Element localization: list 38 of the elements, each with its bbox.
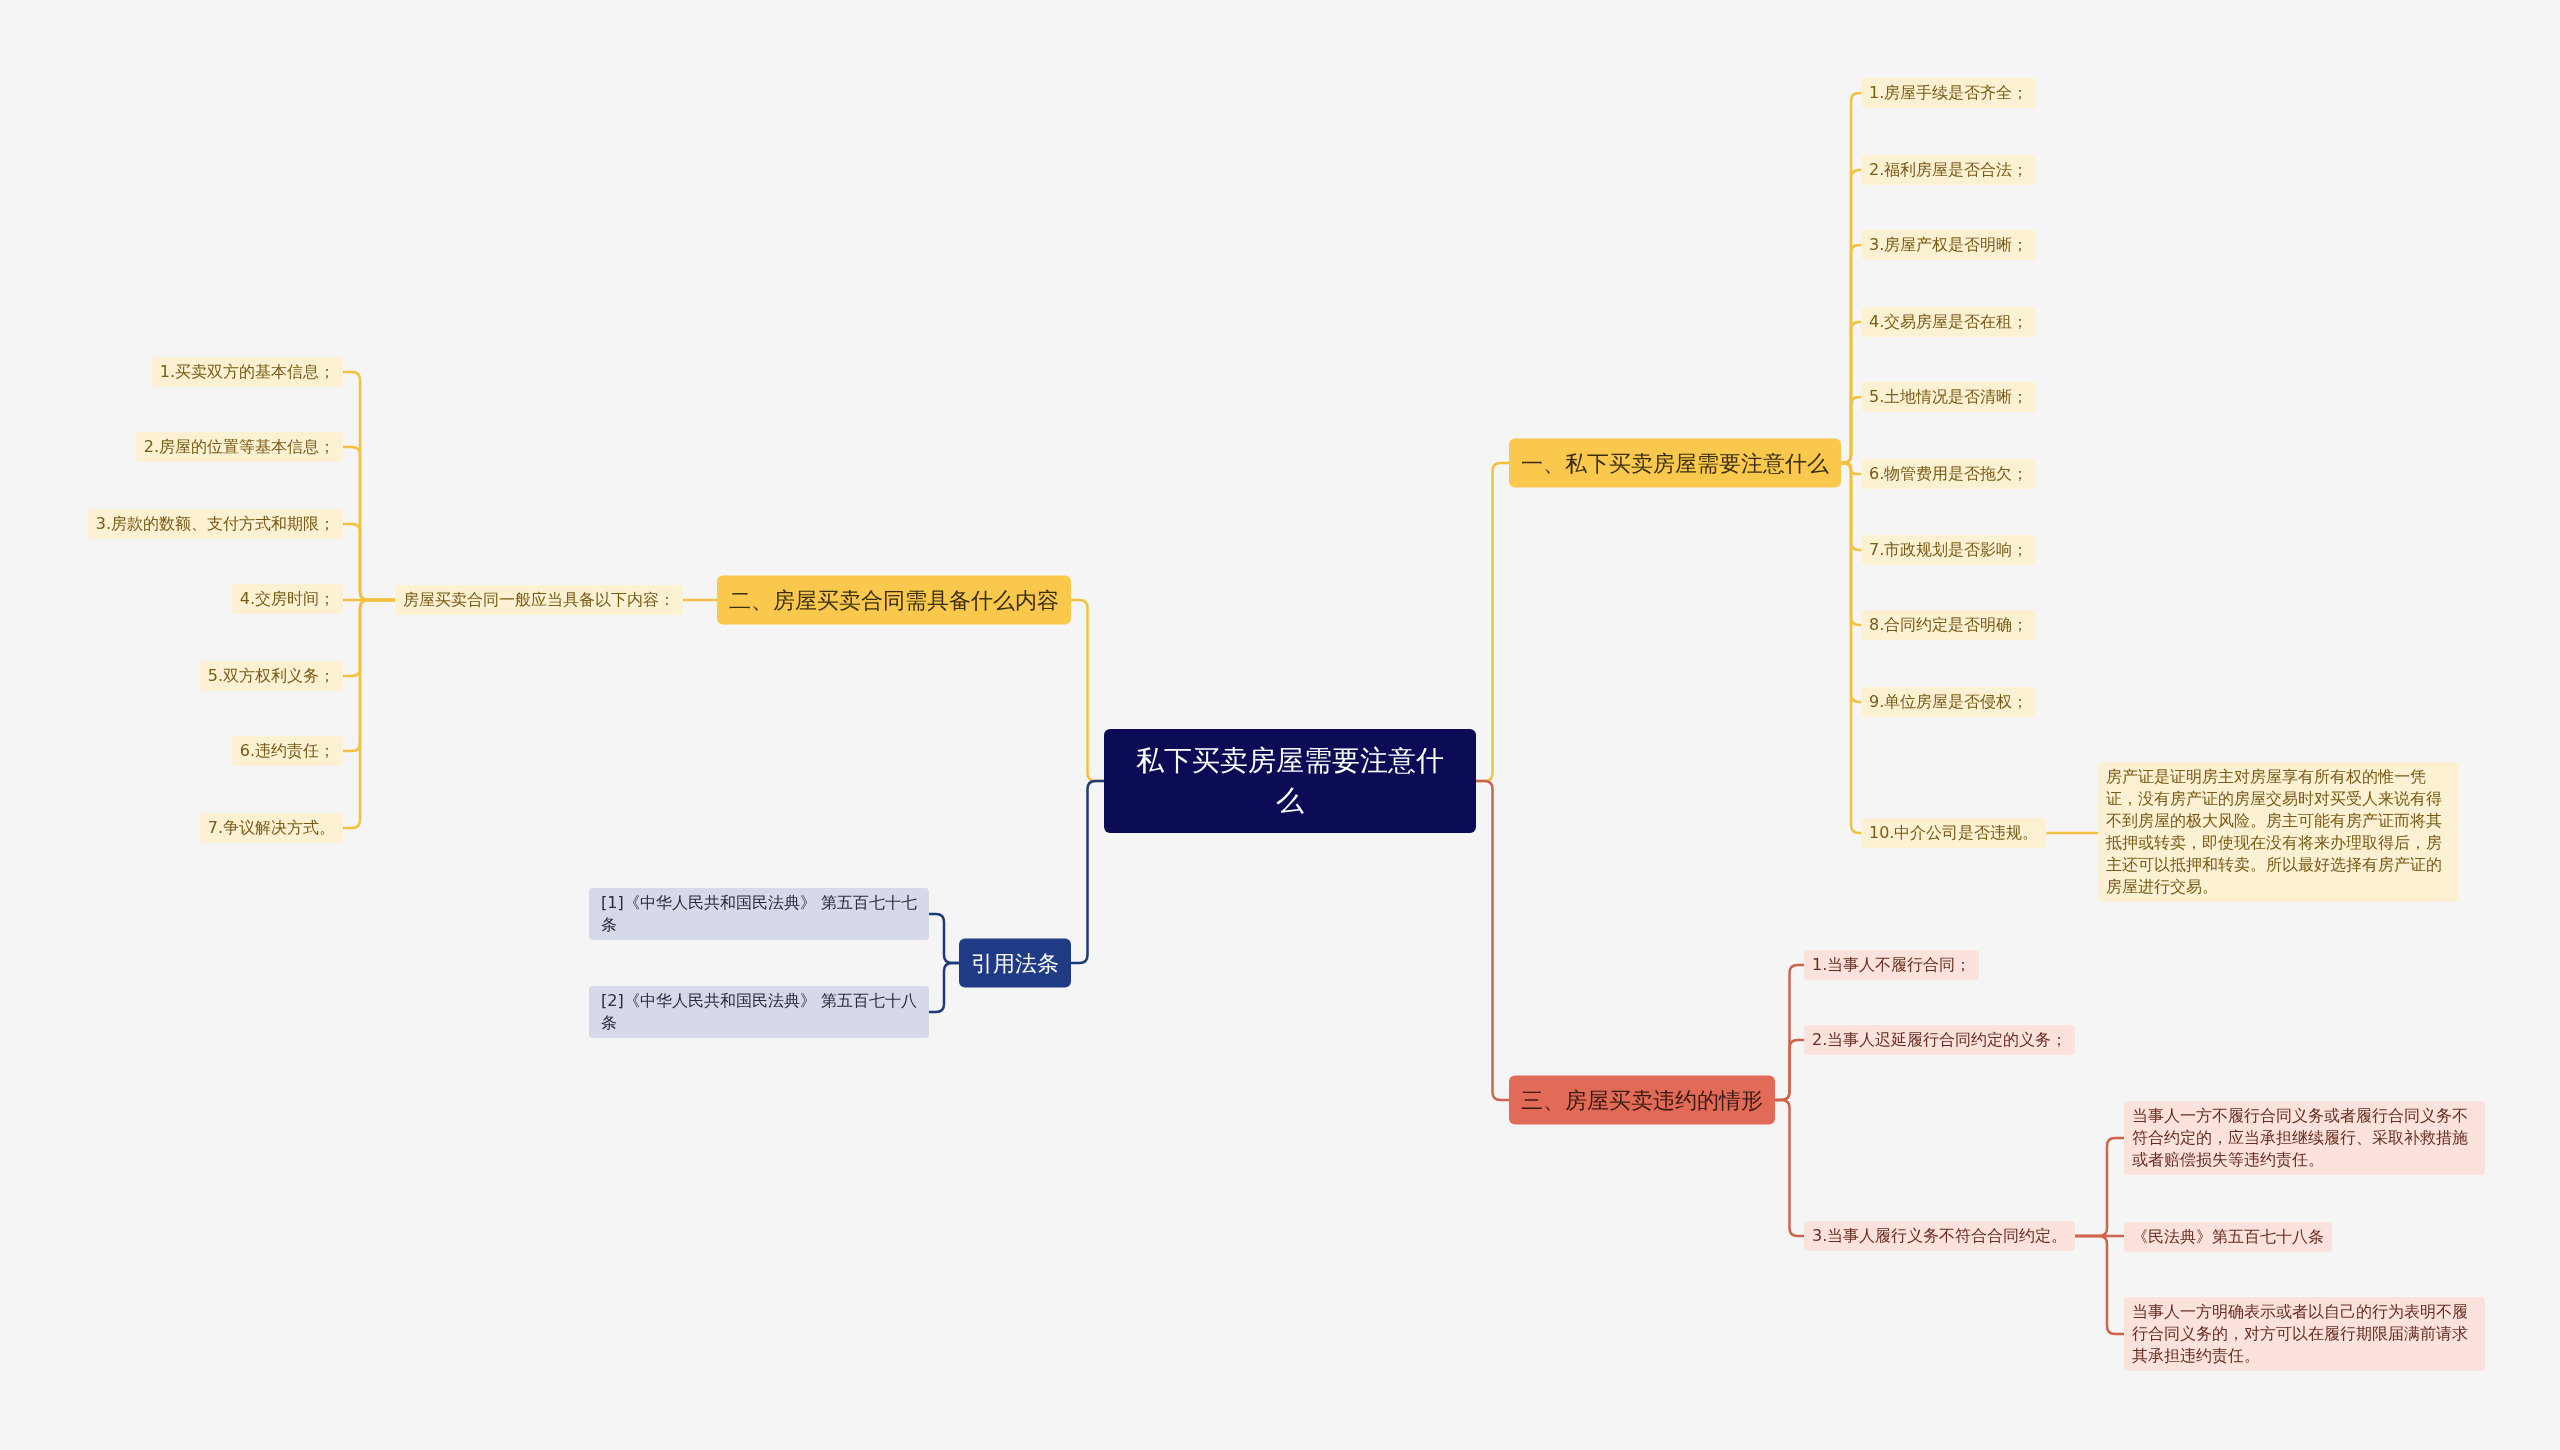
subtopic-box: 6.违约责任； [231,736,343,766]
connector-line [2075,1234,2124,1336]
subtopic-box: 6.物管费用是否拖欠； [1861,459,2037,489]
subtopic-box: [2]《中华人民共和国民法典》 第五百七十八条 [589,986,929,1038]
subtopic-box: 1.房屋手续是否齐全； [1861,78,2037,108]
subtopic-box: 1.买卖双方的基本信息； [151,357,343,387]
subtopic-box: 当事人一方不履行合同义务或者履行合同义务不符合约定的，应当承担继续履行、采取补救措施或者赔偿损失等违约责任。 [2124,1101,2485,1175]
subtopic-box: 2.福利房屋是否合法； [1861,155,2037,185]
subtopic-box: 7.争议解决方式。 [199,813,343,843]
connector-line [343,598,395,830]
subtopic-box: 4.交易房屋是否在租； [1861,307,2037,337]
subtopic-box: 3.房屋产权是否明晰； [1861,230,2037,260]
subtopic-box: 2.房屋的位置等基本信息； [135,432,343,462]
connector-line [929,961,959,1014]
subtopic-box: 9.单位房屋是否侵权； [1861,687,2037,717]
branch-topic: 三、房屋买卖违约的情形 [1509,1075,1775,1125]
subtopic-box: [1]《中华人民共和国民法典》 第五百七十七条 [589,888,929,940]
subtopic-box: 4.交房时间； [231,584,343,614]
central-topic: 私下买卖房屋需要注意什么 [1104,729,1476,833]
subtopic-box: 5.土地情况是否清晰； [1861,382,2037,412]
branch-topic: 二、房屋买卖合同需具备什么内容 [717,575,1071,625]
subtopic-box: 房产证是证明房主对房屋享有所有权的惟一凭证，没有房产证的房屋交易时对买受人来说有得不到房屋的极大风险。房主可能有房产证而将其抵押或转卖，即使现在没有将来办理取得后，房主还可以抵押和转卖。所以最好选择有房产证的房屋进行交易。 [2098,762,2459,902]
branch-topic: 一、私下买卖房屋需要注意什么 [1509,438,1841,488]
subtopic-box: 3.当事人履行义务不符合合同约定。 [1804,1221,2076,1251]
connector-line [1476,779,1509,1102]
subtopic-box: 《民法典》第五百七十八条 [2124,1222,2332,1252]
connector-line [683,598,717,602]
subtopic-box: 房屋买卖合同一般应当具备以下内容： [395,585,683,615]
subtopic-box: 当事人一方明确表示或者以自己的行为表明不履行合同义务的，对方可以在履行期限届满前请求其承担违约责任。 [2124,1297,2485,1371]
subtopic-box: 8.合同约定是否明确； [1861,610,2037,640]
subtopic-box: 10.中介公司是否违规。 [1861,818,2047,848]
subtopic-box: 3.房款的数额、支付方式和期限； [87,509,343,539]
connector-line [2046,831,2098,835]
subtopic-box: 7.市政规划是否影响； [1861,535,2037,565]
branch-topic: 引用法条 [959,938,1071,988]
subtopic-box: 2.当事人迟延履行合同约定的义务； [1804,1025,2076,1055]
subtopic-box: 1.当事人不履行合同； [1804,950,1980,980]
subtopic-box: 5.双方权利义务； [199,661,343,691]
